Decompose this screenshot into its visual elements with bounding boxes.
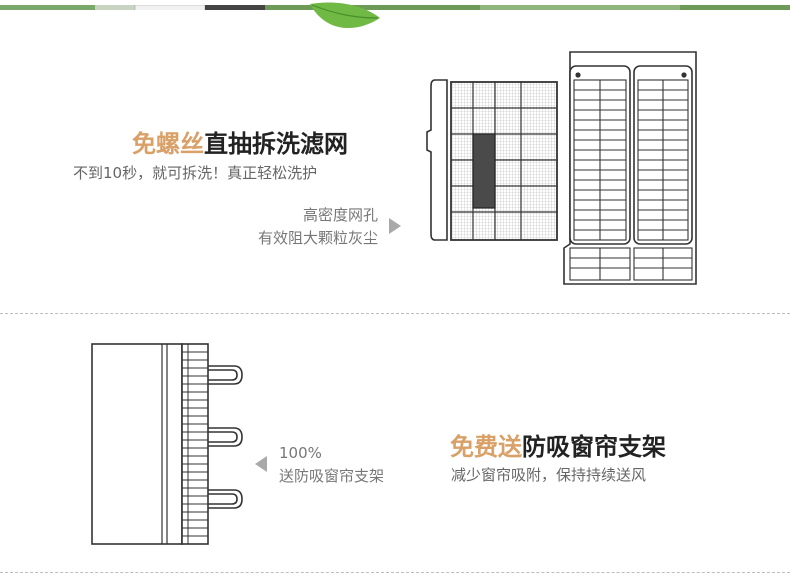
bracket-illustration (91, 343, 243, 545)
section1-headline: 免螺丝直抽拆洗滤网 (132, 124, 348, 159)
section2-note: 100% 送防吸窗帘支架 (279, 442, 384, 488)
section2-note-line1: 100% (279, 444, 322, 462)
section1-subtitle: 不到10秒，就可拆洗！真正轻松洗护 (73, 164, 318, 182)
section1-headline-main: 直抽拆洗滤网 (204, 130, 348, 158)
section2-subtitle: 减少窗帘吸附，保持持续送风 (451, 466, 647, 484)
arrow-left-icon (255, 456, 267, 472)
section1-note: 高密度网孔 有效阻大颗粒灰尘 (258, 204, 378, 250)
section-divider-2 (0, 572, 790, 573)
section1-note-line1: 高密度网孔 (302, 206, 378, 224)
section2-headline: 免费送防吸窗帘支架 (450, 427, 666, 462)
section1-note-line2: 有效阻大颗粒灰尘 (258, 229, 379, 247)
leaf-icon (310, 2, 380, 29)
section2-headline-accent: 免费送 (450, 433, 522, 461)
filter-illustration (426, 79, 558, 241)
section2-headline-main: 防吸窗帘支架 (522, 433, 666, 461)
section-divider-1 (0, 313, 790, 314)
section1-headline-accent: 免螺丝 (132, 130, 204, 158)
section2-note-line2: 送防吸窗帘支架 (279, 467, 385, 485)
grille-illustration (563, 51, 697, 285)
top-decor-graphic (0, 4, 790, 10)
arrow-right-icon (389, 218, 401, 234)
top-decor-strip (0, 0, 790, 10)
